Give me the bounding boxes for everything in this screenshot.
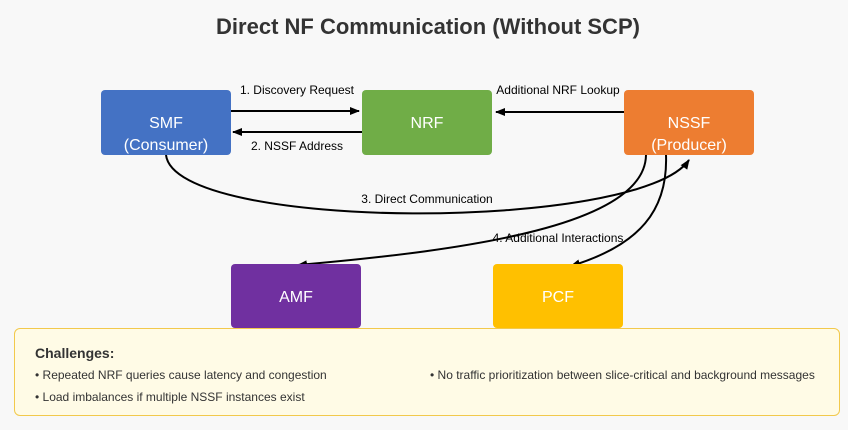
node-smf-name: SMF <box>149 115 183 132</box>
edge-label-additional-nrf-lookup: Additional NRF Lookup <box>496 83 620 97</box>
node-smf[interactable]: SMF (Consumer) <box>101 90 231 155</box>
edge-to-pcf <box>570 154 668 268</box>
challenge-item: • No traffic prioritization between slic… <box>430 368 815 382</box>
node-nssf-name: NSSF <box>668 115 711 132</box>
diagram-title: Direct NF Communication (Without SCP) <box>216 14 640 39</box>
node-nrf[interactable]: NRF <box>362 90 492 155</box>
challenges-panel: Challenges: • Repeated NRF queries cause… <box>14 328 840 416</box>
node-smf-role: (Consumer) <box>124 137 208 154</box>
challenge-item: • Repeated NRF queries cause latency and… <box>35 368 327 382</box>
node-nssf-box <box>624 90 754 155</box>
edge-label-discovery-request: 1. Discovery Request <box>240 83 355 97</box>
node-amf[interactable]: AMF <box>231 264 361 328</box>
node-nrf-name: NRF <box>411 115 444 132</box>
node-smf-box <box>101 90 231 155</box>
node-pcf[interactable]: PCF <box>493 264 623 328</box>
node-amf-box <box>231 264 361 328</box>
node-nssf-role: (Producer) <box>651 137 727 154</box>
edge-direct-communication <box>165 154 690 215</box>
edge-to-amf <box>297 154 647 269</box>
challenge-item: • Load imbalances if multiple NSSF insta… <box>35 390 305 404</box>
node-pcf-box <box>493 264 623 328</box>
node-nssf[interactable]: NSSF (Producer) <box>624 90 754 155</box>
edge-label-nssf-address: 2. NSSF Address <box>251 139 343 153</box>
edge-label-direct-communication: 3. Direct Communication <box>361 192 492 206</box>
edge-label-additional-interactions: 4. Additional Interactions <box>493 231 624 245</box>
node-pcf-name: PCF <box>542 289 574 306</box>
node-amf-name: AMF <box>279 289 313 306</box>
node-nrf-box <box>362 90 492 155</box>
challenges-title: Challenges: <box>35 345 115 361</box>
